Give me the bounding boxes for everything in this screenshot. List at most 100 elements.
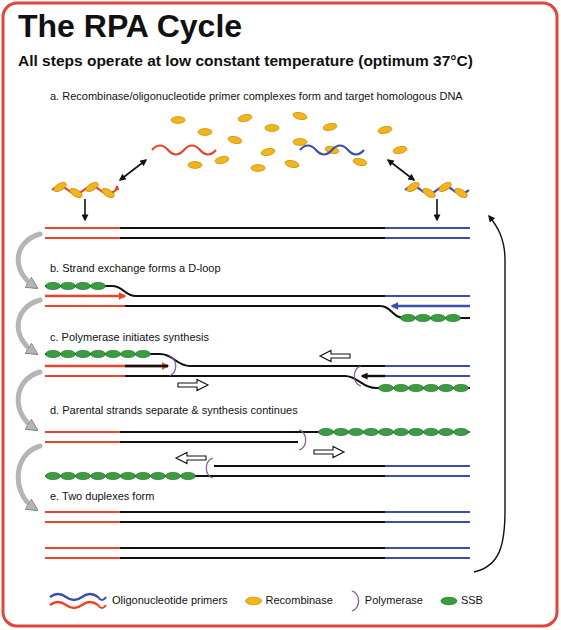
- ssb-protein: [349, 428, 364, 435]
- ssb-protein: [76, 350, 91, 357]
- legend-primer-sample: [50, 602, 106, 608]
- recombinase-protein: [437, 181, 453, 194]
- ssb-protein: [364, 428, 379, 435]
- recombinase-protein: [68, 187, 84, 200]
- ssb-protein: [76, 472, 91, 479]
- ssb-protein: [46, 282, 61, 289]
- ssb-protein: [91, 282, 106, 289]
- ssb-protein: [61, 350, 76, 357]
- ssb-protein: [319, 428, 334, 435]
- ssb-protein: [136, 350, 151, 357]
- ssb-protein: [401, 314, 416, 321]
- ssb-protein: [91, 472, 106, 479]
- ssb-protein: [166, 472, 181, 479]
- double-arrow: [120, 160, 146, 180]
- new-strand: [214, 465, 385, 467]
- ssb-protein: [454, 428, 469, 435]
- ssb-protein: [394, 384, 409, 391]
- synthesis-direction-arrow: [176, 453, 206, 464]
- ssb-swatch: [441, 597, 457, 605]
- dna-strand: [120, 511, 385, 513]
- dna-strand: [385, 365, 470, 367]
- subtitle: All steps operate at low constant temper…: [18, 52, 473, 70]
- cycle-return-arrow: [474, 216, 505, 572]
- synthesis-direction-arrow: [320, 351, 350, 362]
- polymerase: [169, 356, 176, 376]
- dna-strand: [385, 475, 470, 477]
- targeting-arrow: [436, 199, 438, 220]
- recombinase-protein: [405, 181, 421, 194]
- dna-strand: [45, 441, 120, 443]
- recombinase-protein: [171, 117, 185, 124]
- ssb-protein: [121, 472, 136, 479]
- recombinase-protein: [284, 159, 299, 169]
- primer-arrow: [392, 305, 470, 307]
- polymerase: [206, 458, 213, 478]
- recombinase-protein: [352, 157, 367, 167]
- ssb-protein: [379, 428, 394, 435]
- ssb-protein: [454, 384, 469, 391]
- legend-label: Oligonucleotide primers: [112, 594, 228, 607]
- dna-strand: [385, 295, 470, 297]
- recombinase-protein: [392, 145, 407, 155]
- recombinase-protein: [453, 187, 469, 200]
- ssb-protein: [151, 472, 166, 479]
- dna-strand: [120, 521, 385, 523]
- ssb-protein: [46, 350, 61, 357]
- synthesis-direction-arrow: [314, 447, 344, 458]
- ssb-protein: [446, 314, 461, 321]
- polymerase: [354, 366, 361, 386]
- new-strand: [120, 441, 298, 443]
- primer-wave: [152, 146, 216, 155]
- ssb-protein: [416, 314, 431, 321]
- recombinase-protein: [421, 187, 437, 200]
- ssb-protein: [409, 384, 424, 391]
- dna-strand: [385, 521, 470, 523]
- ssb-protein: [394, 428, 409, 435]
- dna-strand: [385, 227, 470, 229]
- dna-strand: [385, 465, 470, 467]
- step-arrow: [18, 446, 40, 508]
- recombinase-protein: [227, 135, 242, 145]
- dna-strand: [45, 305, 125, 307]
- primer-wave: [300, 146, 364, 155]
- dna-strand: [120, 237, 385, 239]
- ssb-protein: [136, 472, 151, 479]
- ssb-protein: [439, 428, 454, 435]
- dna-strand: [45, 521, 120, 523]
- dna-strand: [45, 227, 120, 229]
- ssb-protein: [106, 472, 121, 479]
- dna-strand: [120, 547, 385, 549]
- legend-label: Polymerase: [365, 594, 423, 607]
- ssb-protein: [431, 314, 446, 321]
- ssb-protein: [424, 384, 439, 391]
- recombinase-protein: [292, 111, 307, 121]
- recombinase-protein: [100, 187, 116, 200]
- double-arrow: [388, 160, 414, 180]
- step-arrow: [18, 234, 40, 286]
- ssb-protein: [91, 350, 106, 357]
- recombinase-protein: [84, 181, 100, 194]
- dna-strand: [385, 547, 470, 549]
- step-label: e. Two duplexes form: [50, 490, 154, 503]
- targeting-arrow: [84, 199, 86, 220]
- synthesis-direction-arrow: [178, 380, 208, 391]
- recombinase-protein: [214, 155, 229, 165]
- primer-arrow: [45, 295, 125, 297]
- legend-primer-sample: [50, 594, 106, 600]
- recombinase-swatch: [246, 597, 262, 605]
- ssb-protein: [424, 428, 439, 435]
- step-label: a. Recombinase/oligonucleotide primer co…: [50, 90, 463, 103]
- legend-label: Recombinase: [266, 594, 333, 607]
- dna-strand: [120, 557, 385, 559]
- legend-label: SSB: [461, 594, 483, 607]
- recombinase-protein: [251, 165, 265, 172]
- ssb-protein: [61, 472, 76, 479]
- dna-strand: [45, 375, 125, 377]
- step-arrow: [18, 372, 40, 428]
- dna-strand: [45, 237, 120, 239]
- ssb-protein: [409, 428, 424, 435]
- polymerase-swatch: [352, 591, 359, 611]
- ssb-protein: [439, 384, 454, 391]
